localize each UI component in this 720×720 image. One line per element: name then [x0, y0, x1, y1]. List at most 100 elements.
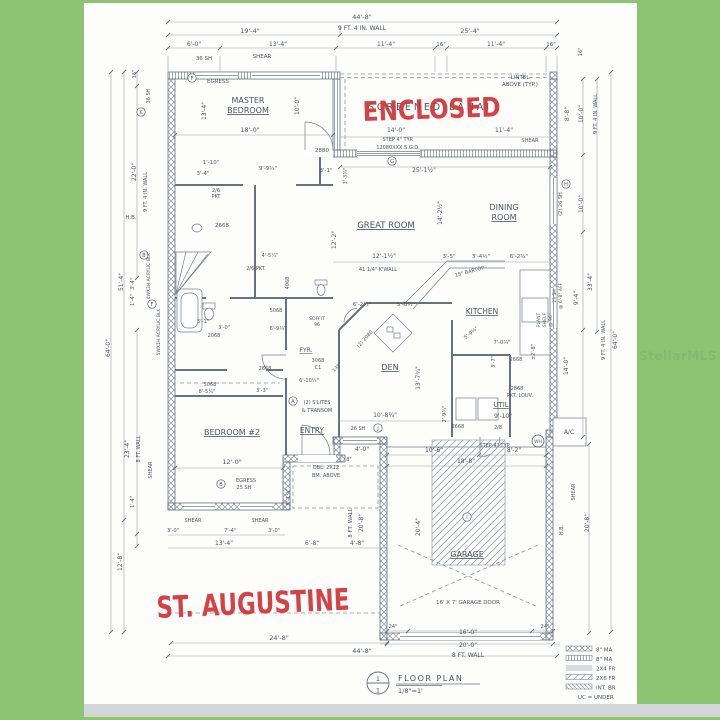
garage-cross-brace [397, 544, 539, 608]
dryer [477, 397, 499, 421]
washer [455, 397, 477, 421]
plan-annotation: 9'-4" [573, 291, 580, 305]
plan-annotation: STEP 4" TYP. [480, 443, 511, 449]
keyed-symbol-letter: F [151, 302, 154, 308]
plan-annotation: BM. ABOVE [312, 473, 340, 479]
keyed-symbol-circle [531, 434, 545, 448]
legend-label: 8" MA [596, 657, 613, 663]
plan-annotation: (2) S'LITES [304, 400, 331, 406]
plan-annotation: 23'-4" [124, 440, 131, 458]
sheet-number: 1 [376, 687, 380, 695]
plan-annotation: 2/6 [212, 188, 220, 194]
plan-annotation: H.B. [559, 524, 565, 535]
keyed-symbol-letter: F [191, 76, 194, 82]
plan-annotation: 16" [132, 70, 138, 79]
plan-annotation: 13'-7¾" [415, 366, 422, 390]
plan-annotation: ROOM [491, 213, 516, 222]
plan-annotation: 3'-0" [218, 325, 230, 331]
floorplan-sheet: SCREENED LANAI ENCLOSED ST. AUGUSTINE 44… [84, 3, 637, 704]
plan-annotation: 2668 [510, 357, 523, 363]
plan-annotation: 11'-4" [487, 41, 505, 48]
annotations-layer: 44'-8"9 FT. 4 IN. WALL19'-4"25'-4"6'-0"1… [105, 13, 619, 659]
plan-annotation: 8" [346, 457, 351, 463]
keyed-symbol-letter: K [139, 110, 143, 116]
plan-annotation: 25 SH [237, 485, 252, 491]
plan-annotation: 3068 [312, 358, 325, 364]
plan-annotation: 2'-9¾" [442, 406, 448, 423]
plan-annotation: 24" [389, 624, 398, 630]
legend-note: UC = UNDER [578, 695, 614, 701]
plan-annotation: 36 SH [196, 56, 212, 62]
plan-annotation: 18'-8" [457, 458, 475, 465]
plan-annotation: 2868 [511, 386, 524, 392]
plan-annotation: 5'-1" [197, 319, 209, 325]
keyed-symbol-circle [187, 73, 197, 83]
plan-annotation: STEP 4" TYP. [383, 137, 414, 143]
plan-annotation: EGRESS [207, 79, 230, 85]
plan-annotation: C1 [315, 365, 322, 371]
legend-label: 2X4 FR [596, 667, 616, 673]
legend: 8" MA 8" MA 2X4 FR 2X6 FR INT. BR UC = U… [565, 645, 616, 701]
plan-annotation: H.B. [125, 215, 137, 221]
plan-annotation: 26 SH [351, 426, 366, 432]
plan-annotation: 5WX1H ACRYLIC BLK [156, 308, 162, 356]
floorplan-drawing: SCREENED LANAI ENCLOSED ST. AUGUSTINE 44… [105, 13, 619, 701]
plan-annotation: 3'-3" [256, 388, 268, 394]
keyed-symbol-circle [136, 107, 146, 117]
plan-annotation: DBL. 2X12 [313, 465, 339, 471]
underlay-lanai-label: SCREENED LANAI [368, 102, 490, 113]
plan-annotation: & TRANSOM [302, 408, 332, 414]
plan-annotation: 3'-1" [319, 168, 332, 174]
plan-annotation: 1'-4" [130, 496, 136, 508]
plan-annotation: 5068 [204, 382, 217, 388]
plan-annotation: 10'-8¼" [373, 412, 397, 419]
plan-annotation: 2668 [452, 424, 465, 430]
plan-annotation: 16" [578, 48, 584, 57]
toilet [316, 284, 326, 296]
plan-annotation: DINING [489, 203, 518, 212]
plan-annotation: 9 FT. 4 IN. WALL [601, 320, 607, 360]
plan-annotation: 9 FT. 4 IN. WALL [338, 25, 387, 32]
plan-annotation: PKT [212, 194, 222, 200]
plan-annotation: 12080XXX S.G.D. [376, 145, 420, 151]
plan-annotation: PLANT [536, 312, 542, 327]
plan-annotation: 20'-8" [358, 514, 365, 532]
plan-annotation: 135° [331, 361, 343, 373]
plan-annotation: 12'-1½" [372, 253, 396, 260]
plan-annotation: A/C [564, 429, 574, 436]
plan-annotation: 16" [436, 42, 446, 48]
keyed-symbol-circle [147, 299, 157, 309]
legend-swatch-masonry [565, 645, 593, 652]
plan-annotation: 12'-8" [117, 553, 124, 571]
keyed-symbol-circle [561, 179, 571, 189]
plan-annotation: 4068 [285, 277, 291, 290]
plan-annotation: DEN [381, 363, 398, 372]
plan-annotation: 24" [541, 624, 550, 630]
plan-annotation: LINTEL [511, 75, 531, 81]
plan-annotation: 3'-4" [130, 278, 136, 290]
plan-annotation: 41 1/4" K'WALL [359, 267, 397, 273]
keyed-symbol-letter: B [142, 253, 146, 259]
plan-annotation: SHEAR [252, 518, 270, 524]
plan-annotation: 13'-4" [201, 102, 208, 120]
legend-label: INT. BR [596, 686, 616, 692]
plan-annotation: MASTER [232, 96, 265, 105]
plan-annotation: 11'-4" [495, 127, 513, 134]
plan-annotation: 51'-4" [118, 273, 125, 291]
plan-annotation: SHEAR [148, 461, 154, 479]
plan-annotation: 5'-9¼" [463, 326, 480, 341]
plan-annotation: 5068 [270, 308, 283, 314]
keyed-symbol-letter: B [219, 482, 223, 488]
plan-annotation: 1'-4" [130, 294, 136, 306]
keyed-symbol-circle [216, 479, 226, 489]
plan-annotation: 11'-4" [377, 41, 395, 48]
plan-annotation: 6'-0" [187, 41, 201, 48]
ac-pad [552, 417, 587, 447]
keyed-symbol-circle [373, 423, 383, 433]
legend-swatch-masonry2 [565, 655, 593, 661]
legend-label: 8" MA [596, 648, 613, 654]
plan-annotation: SHEAR [185, 518, 203, 524]
plan-annotation: 9'-10" [494, 413, 512, 420]
plan-annotation: 9'-9¾" [259, 166, 277, 172]
plan-annotation: 12'-2" [331, 231, 338, 249]
